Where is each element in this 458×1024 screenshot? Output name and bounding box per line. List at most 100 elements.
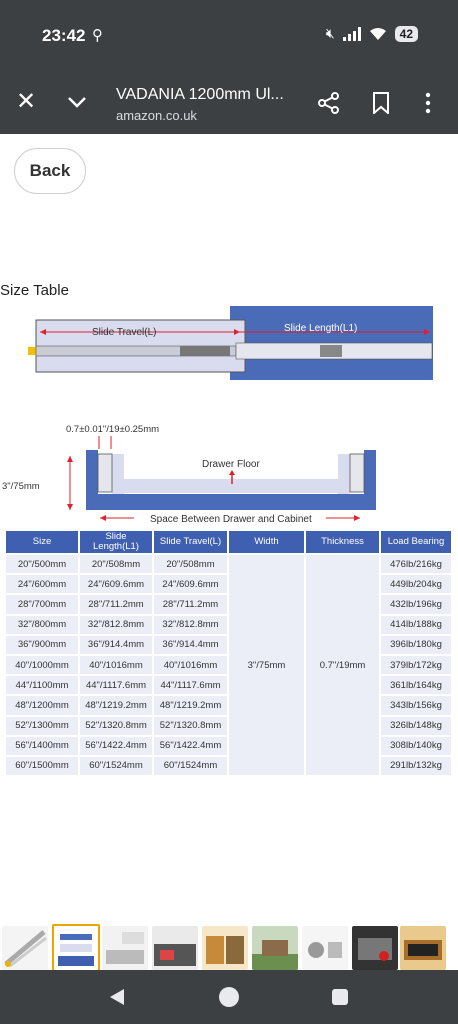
- cell-size: 40"/1000mm: [6, 655, 78, 675]
- cell-slide-travel: 36"/914.4mm: [154, 635, 227, 654]
- space-label: Space Between Drawer and Cabinet: [150, 514, 312, 525]
- cell-slide-travel: 20"/508mm: [154, 555, 227, 574]
- cell-size: 52"/1300mm: [6, 716, 78, 735]
- cell-load-bearing: 414lb/188kg: [381, 615, 451, 634]
- cell-slide-length: 40"/1016mm: [80, 655, 152, 675]
- close-icon[interactable]: ✕: [15, 88, 37, 115]
- thumbnail-2-selected[interactable]: [52, 924, 100, 972]
- cell-slide-length: 24"/609.6mm: [80, 575, 152, 594]
- cell-load-bearing: 361lb/164kg: [381, 676, 451, 695]
- cell-load-bearing: 379lb/172kg: [381, 655, 451, 675]
- page-url: amazon.co.uk: [116, 108, 197, 123]
- wifi-icon: [369, 27, 386, 40]
- slide-diagram: Slide Travel(L) Slide Length(L1) 0.7±0.0…: [2, 306, 433, 525]
- cell-slide-length: 36"/914.4mm: [80, 635, 152, 654]
- slide-length-label: Slide Length(L1): [284, 323, 357, 334]
- thumbnail-5[interactable]: [202, 926, 248, 970]
- cell-size: 24"/600mm: [6, 575, 78, 594]
- slide-rail-thumbnail-icon: [4, 930, 47, 968]
- cell-size: 44"/1100mm: [6, 676, 78, 695]
- thickness-dim-label: 0.7±0.01"/19±0.25mm: [66, 424, 159, 435]
- drawer-thumbnail-icon: [404, 940, 442, 960]
- cell-slide-length: 32"/812.8mm: [80, 615, 152, 634]
- thumbnail-4[interactable]: [152, 926, 198, 970]
- cell-slide-length: 44"/1117.6mm: [80, 676, 152, 695]
- feature-thumbnail-icon: [106, 932, 144, 964]
- height-dim-label: 3"/75mm: [2, 481, 40, 492]
- cell-size: 48"/1200mm: [6, 696, 78, 715]
- cell-size: 36"/900mm: [6, 635, 78, 654]
- cabinet-thumbnail-icon: [206, 936, 244, 964]
- cell-load-bearing: 326lb/148kg: [381, 716, 451, 735]
- cell-size: 28"/700mm: [6, 595, 78, 614]
- back-button[interactable]: Back: [14, 148, 86, 194]
- status-bar: 23:42 ⚲ 🔇︎ 42: [0, 0, 458, 72]
- parts-thumbnail-icon: [308, 942, 342, 958]
- cell-slide-travel: 40"/1016mm: [154, 655, 227, 675]
- cell-slide-travel: 44"/1117.6mm: [154, 676, 227, 695]
- header-thickness: Thickness: [306, 531, 379, 553]
- mute-icon: 🔇︎: [325, 25, 335, 41]
- table-header-row: Size Slide Length(L1) Slide Travel(L) Wi…: [6, 531, 451, 553]
- status-time: 23:42: [42, 26, 86, 45]
- thumbnail-6[interactable]: [252, 926, 298, 970]
- cell-slide-travel: 24"/609.6mm: [154, 575, 227, 594]
- page-content: Back Size Table Slide Travel(L) Slide Le…: [0, 134, 458, 972]
- header-load-bearing: Load Bearing: [381, 531, 451, 553]
- nav-home-icon[interactable]: [219, 987, 239, 1007]
- cell-width: 3"/75mm: [229, 555, 304, 776]
- thumbnail-9[interactable]: [400, 926, 446, 970]
- nav-back-icon[interactable]: [108, 988, 126, 1006]
- cell-size: 60"/1500mm: [6, 756, 78, 776]
- header-width: Width: [229, 531, 304, 553]
- cell-slide-length: 48"/1219.2mm: [80, 696, 152, 715]
- signal-icon: [342, 26, 361, 41]
- cell-slide-length: 60"/1524mm: [80, 756, 152, 776]
- cell-load-bearing: 291lb/132kg: [381, 756, 451, 776]
- cell-load-bearing: 396lb/180kg: [381, 635, 451, 654]
- thumbnail-8[interactable]: [352, 926, 398, 970]
- cell-slide-length: 56"/1422.4mm: [80, 736, 152, 755]
- cell-slide-length: 52"/1320.8mm: [80, 716, 152, 735]
- system-nav-bar: [0, 970, 458, 1024]
- slide-travel-label: Slide Travel(L): [92, 327, 156, 338]
- vehicle-thumbnail-icon: [358, 938, 392, 961]
- cell-slide-length: 28"/711.2mm: [80, 595, 152, 614]
- cell-load-bearing: 449lb/204kg: [381, 575, 451, 594]
- image-thumbnail-strip: [0, 920, 458, 972]
- table-row: 20"/500mm 20"/508mm 20"/508mm 3"/75mm 0.…: [6, 555, 451, 776]
- cell-load-bearing: 476lb/216kg: [381, 555, 451, 574]
- size-table-title: Size Table: [0, 282, 69, 299]
- cell-thickness: 0.7"/19mm: [306, 555, 379, 776]
- cell-slide-travel: 56"/1422.4mm: [154, 736, 227, 755]
- cell-slide-travel: 52"/1320.8mm: [154, 716, 227, 735]
- cell-slide-travel: 60"/1524mm: [154, 756, 227, 776]
- thumbnail-3[interactable]: [102, 926, 148, 970]
- browser-toolbar: ✕ VADANIA 1200mm Ul... amazon.co.uk: [0, 72, 458, 134]
- bookmark-icon[interactable]: [372, 92, 390, 114]
- header-slide-travel: Slide Travel(L): [154, 531, 227, 553]
- cell-size: 32"/800mm: [6, 615, 78, 634]
- more-vert-icon[interactable]: [424, 92, 432, 114]
- nav-recents-icon[interactable]: [332, 989, 348, 1005]
- pin-icon: ⚲: [92, 27, 103, 44]
- chevron-down-icon[interactable]: [66, 90, 88, 114]
- usage-thumbnail-icon: [154, 944, 196, 966]
- thumbnail-1[interactable]: [2, 926, 48, 970]
- size-table: Size Slide Length(L1) Slide Travel(L) Wi…: [4, 529, 453, 777]
- share-icon[interactable]: [318, 92, 340, 114]
- cell-slide-travel: 48"/1219.2mm: [154, 696, 227, 715]
- cell-slide-travel: 28"/711.2mm: [154, 595, 227, 614]
- thumbnail-7[interactable]: [302, 926, 348, 970]
- cell-slide-travel: 32"/812.8mm: [154, 615, 227, 634]
- cell-load-bearing: 308lb/140kg: [381, 736, 451, 755]
